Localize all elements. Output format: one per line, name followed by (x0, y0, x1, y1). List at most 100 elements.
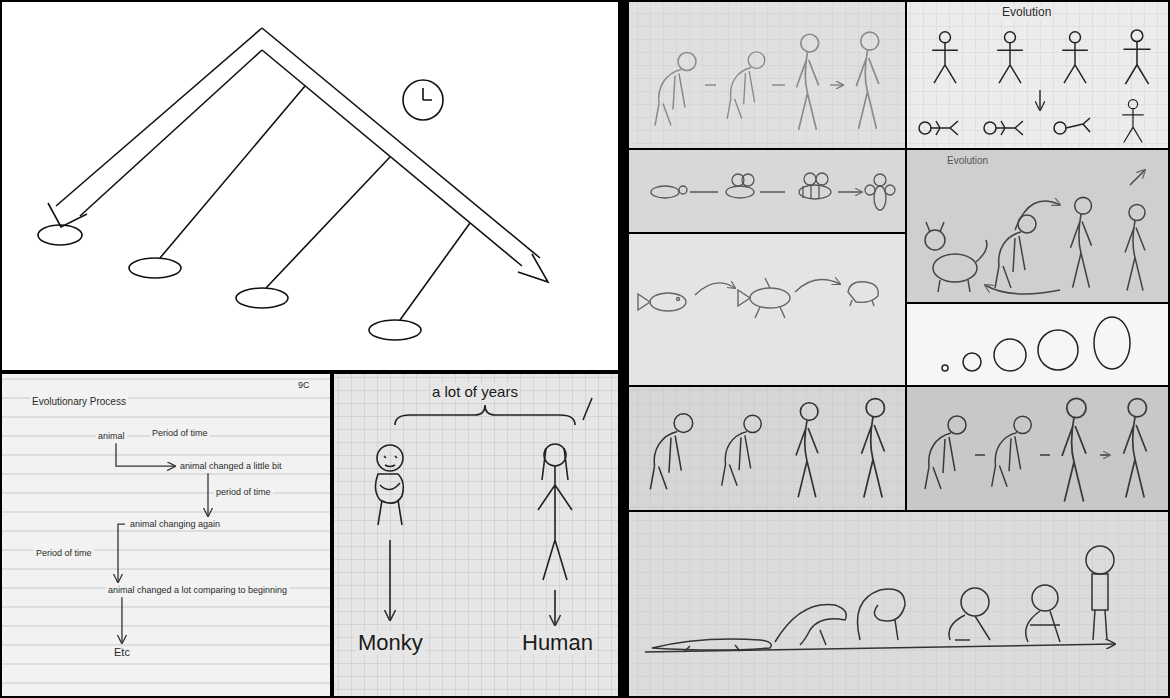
fish-to-land-sketch (795, 280, 840, 293)
stick-figure-sketch (932, 32, 958, 83)
fish-to-land-sketch (750, 288, 790, 308)
stick-figure-sketch (1066, 118, 1090, 132)
ape-walk-sketch (727, 52, 765, 119)
insect-sketch (629, 150, 905, 232)
ape-walk-sketch (629, 2, 905, 148)
monkey-to-human-sketch (796, 403, 818, 498)
edge-label: Period of time (150, 428, 210, 438)
step-text: animal changed a lot comparing to beginn… (106, 585, 289, 595)
ruled-notebook-panel (2, 374, 330, 696)
ape-to-man-sketch (907, 387, 1168, 510)
cladogram-panel (80, 50, 262, 216)
sketch-title: Evolution (1000, 6, 1053, 20)
fish-to-land-sketch (638, 294, 650, 310)
reptile-to-human-sketch (1032, 585, 1058, 611)
stick-figure-sketch (984, 122, 996, 134)
ape-walk-sketch (655, 53, 696, 126)
insect-sketch (679, 186, 687, 194)
monkey-human-panel (389, 540, 391, 620)
monkey-to-human-sketch (722, 415, 762, 486)
insect-sketch (803, 186, 819, 198)
monkey-human-panel (583, 398, 592, 420)
growing-circles-sketch (1038, 330, 1078, 370)
stick-figure-sketch (997, 32, 1023, 83)
ape-walk-sketch (629, 2, 905, 148)
monkey-to-human-sketch (629, 387, 905, 510)
cladogram-panel (266, 157, 390, 288)
sketch-title: Evolution (945, 155, 990, 167)
growing-circles-sketch (942, 365, 948, 371)
monkey-human-panel (334, 374, 618, 696)
stick-figure-sketch (1054, 122, 1066, 134)
fish-to-land-sketch (738, 278, 785, 318)
reptile-to-human-sketch (629, 512, 1168, 696)
flow-step: animal changed a lot comparing to beginn… (106, 585, 289, 595)
dog-to-human-sketch (1130, 170, 1145, 185)
cladogram-panel (2, 2, 618, 370)
dog-to-human-sketch (1015, 201, 1060, 230)
ape-to-man-sketch (1124, 399, 1147, 498)
edge-label: period of time (214, 487, 273, 497)
flow-arrow (207, 473, 208, 516)
insect-sketch (874, 174, 886, 186)
step-text: animal changed a little bit (178, 461, 284, 471)
ape-to-man-sketch (907, 387, 1168, 510)
stick-figure-sketch (907, 2, 1168, 148)
insect-sketch (804, 173, 816, 185)
reptile-to-human-sketch (645, 644, 1115, 652)
stick-figure-sketch (919, 122, 931, 134)
figure-caption: Human (520, 630, 595, 655)
insect-sketch (799, 185, 831, 199)
ape-walk-sketch (705, 84, 843, 85)
dog-to-human-sketch (907, 150, 1168, 302)
insect-sketch (742, 174, 754, 186)
monkey-to-human-sketch (629, 387, 905, 510)
insect-sketch (816, 173, 828, 185)
cladogram-panel (56, 28, 262, 206)
cladogram-panel (518, 254, 548, 282)
cladogram-panel (236, 288, 288, 308)
stick-figure-sketch (907, 2, 1168, 148)
insect-sketch (690, 191, 862, 192)
reptile-to-human-sketch (629, 512, 1168, 696)
cladogram-panel (400, 223, 470, 320)
cladogram-panel (403, 80, 443, 120)
step-text: animal (96, 431, 127, 441)
dog-to-human-sketch (925, 230, 945, 250)
flow-arrow (116, 443, 175, 466)
fish-to-land-sketch (695, 283, 735, 295)
insect-sketch (629, 150, 905, 232)
cladogram-panel (129, 258, 181, 278)
insect-sketch (651, 186, 679, 198)
monkey-to-human-sketch (629, 387, 905, 510)
insect-sketch (865, 185, 875, 195)
ruled-notebook-panel (2, 374, 330, 696)
dog-to-human-sketch (1125, 205, 1145, 291)
bracket-label: a lot of years (430, 383, 520, 400)
cladogram-panel (38, 225, 82, 245)
fish-to-land-sketch (650, 293, 686, 311)
growing-circles-sketch (1094, 317, 1130, 369)
reptile-to-human-sketch (629, 512, 1168, 696)
monkey-human-panel (375, 474, 403, 525)
cladogram-panel (423, 88, 432, 100)
cladogram-panel (262, 28, 540, 258)
reptile-to-human-sketch (961, 588, 989, 616)
monkey-human-panel (375, 398, 592, 625)
cladogram-panel (2, 2, 618, 370)
dog-to-human-sketch (938, 240, 987, 292)
reptile-to-human-sketch (1026, 611, 1060, 642)
flow-step: animal changed a little bit (178, 461, 284, 471)
growing-circles-sketch (994, 339, 1026, 371)
dog-to-human-sketch (995, 215, 1036, 288)
stick-figure-sketch (907, 2, 1168, 148)
step-text: animal changing again (128, 519, 222, 529)
dog-to-human-sketch (933, 254, 977, 282)
reptile-to-human-sketch (1092, 574, 1108, 640)
insect-sketch (885, 185, 895, 195)
insect-sketch (726, 186, 754, 198)
stick-figure-sketch (1122, 100, 1143, 143)
growing-circles-sketch (907, 304, 1168, 385)
ape-to-man-sketch (992, 416, 1032, 487)
